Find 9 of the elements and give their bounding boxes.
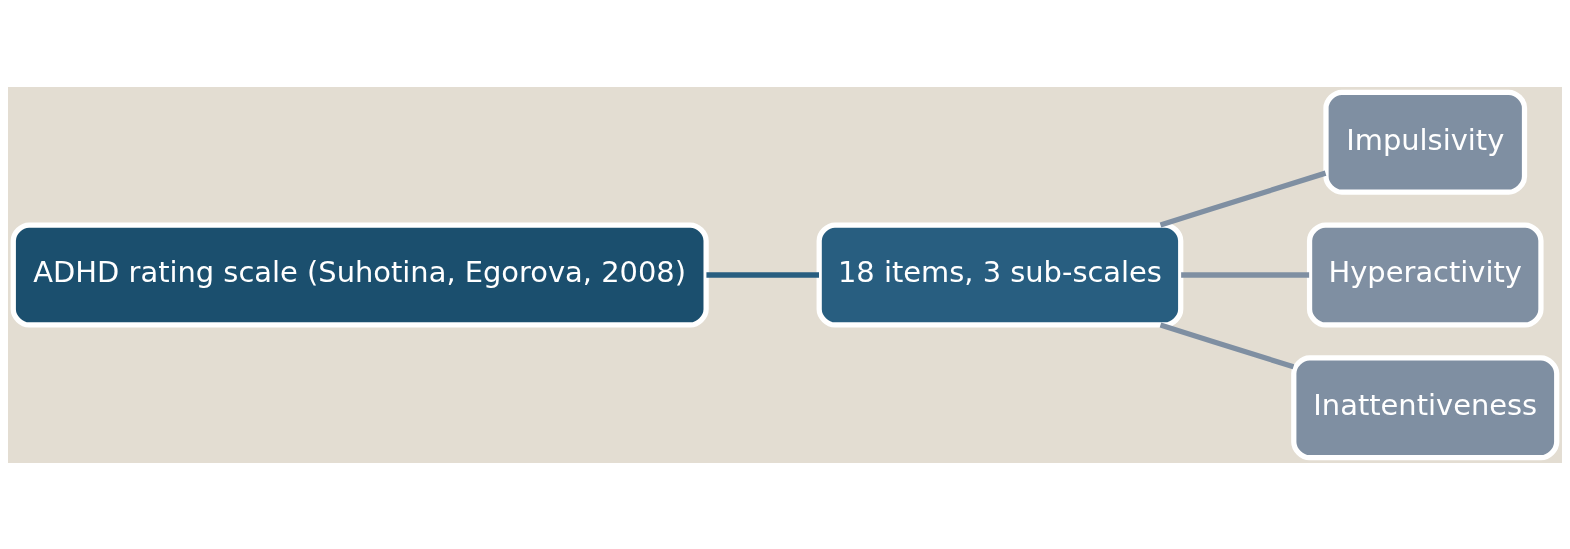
node-box: Hyperactivity	[1306, 221, 1544, 328]
node-box: Impulsivity	[1323, 89, 1528, 195]
connector	[1159, 322, 1295, 369]
node-box: 18 items, 3 sub-scales	[816, 221, 1184, 328]
node-box: Inattentiveness	[1291, 354, 1560, 460]
node-box: ADHD rating scale (Suhotina, Egorova, 2008)	[10, 221, 709, 328]
connector	[1159, 170, 1327, 227]
connector	[706, 271, 819, 278]
connector	[1181, 271, 1310, 278]
